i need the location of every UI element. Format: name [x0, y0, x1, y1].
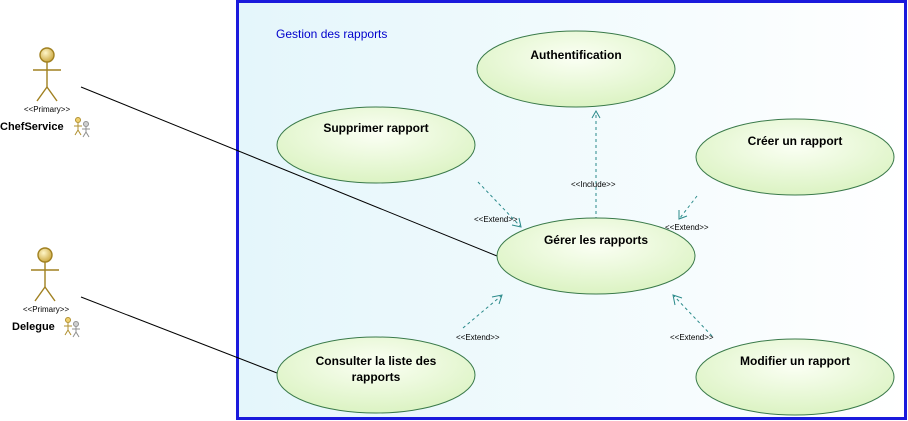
actor-chefservice[interactable]: <<Primary>> ChefService: [0, 47, 90, 138]
usecase-gerer-label: Gérer les rapports: [544, 233, 648, 247]
actor-delegue[interactable]: <<Primary>> Delegue: [12, 247, 80, 338]
usecase-authentification-label: Authentification: [530, 48, 621, 62]
usecase-supprimer-rapport[interactable]: Supprimer rapport: [276, 106, 476, 184]
extend-line-consulter[interactable]: [462, 295, 502, 329]
include-label: <<Include>>: [571, 180, 616, 189]
actor-chefservice-name: ChefService: [0, 121, 64, 133]
usecase-consulter-label-line2: rapports: [352, 370, 401, 384]
extend-label-modifier: <<Extend>>: [670, 333, 714, 342]
boundary-title: Gestion des rapports: [276, 27, 387, 41]
actor-icon: [33, 47, 61, 102]
usecase-creer-label: Créer un rapport: [748, 134, 843, 148]
extend-arrowhead-supprimer: [511, 217, 522, 228]
include-arrowhead: [591, 109, 601, 119]
actor-small-icon: [64, 317, 80, 338]
association-delegue-consulter[interactable]: [80, 296, 278, 374]
extend-arrowhead-creer: [678, 210, 688, 220]
extend-line-creer[interactable]: [679, 195, 698, 219]
usecase-consulter-label-line1: Consulter la liste des: [316, 354, 437, 368]
usecase-consulter-liste[interactable]: Consulter la liste des rapports: [276, 336, 476, 414]
usecase-creer-rapport[interactable]: Créer un rapport: [695, 118, 895, 196]
usecase-authentification[interactable]: Authentification: [476, 30, 676, 108]
usecase-gerer-rapports[interactable]: Gérer les rapports: [496, 217, 696, 295]
actor-delegue-name: Delegue: [12, 321, 55, 333]
actor-delegue-stereotype: <<Primary>>: [23, 305, 70, 314]
extend-label-creer: <<Extend>>: [665, 223, 709, 232]
extend-arrowhead-consulter: [491, 294, 503, 305]
actor-icon: [31, 247, 59, 302]
extend-arrowhead-modifier: [672, 294, 683, 306]
usecase-modifier-rapport[interactable]: Modifier un rapport: [695, 338, 895, 416]
extend-line-supprimer[interactable]: [477, 181, 521, 227]
extend-label-consulter: <<Extend>>: [456, 333, 500, 342]
actor-small-icon: [74, 117, 90, 138]
actor-chefservice-stereotype: <<Primary>>: [24, 105, 71, 114]
association-chefservice-gerer[interactable]: [80, 86, 498, 257]
usecase-modifier-label: Modifier un rapport: [740, 354, 850, 368]
extend-label-supprimer: <<Extend>>: [474, 215, 518, 224]
usecase-supprimer-label: Supprimer rapport: [323, 121, 428, 135]
